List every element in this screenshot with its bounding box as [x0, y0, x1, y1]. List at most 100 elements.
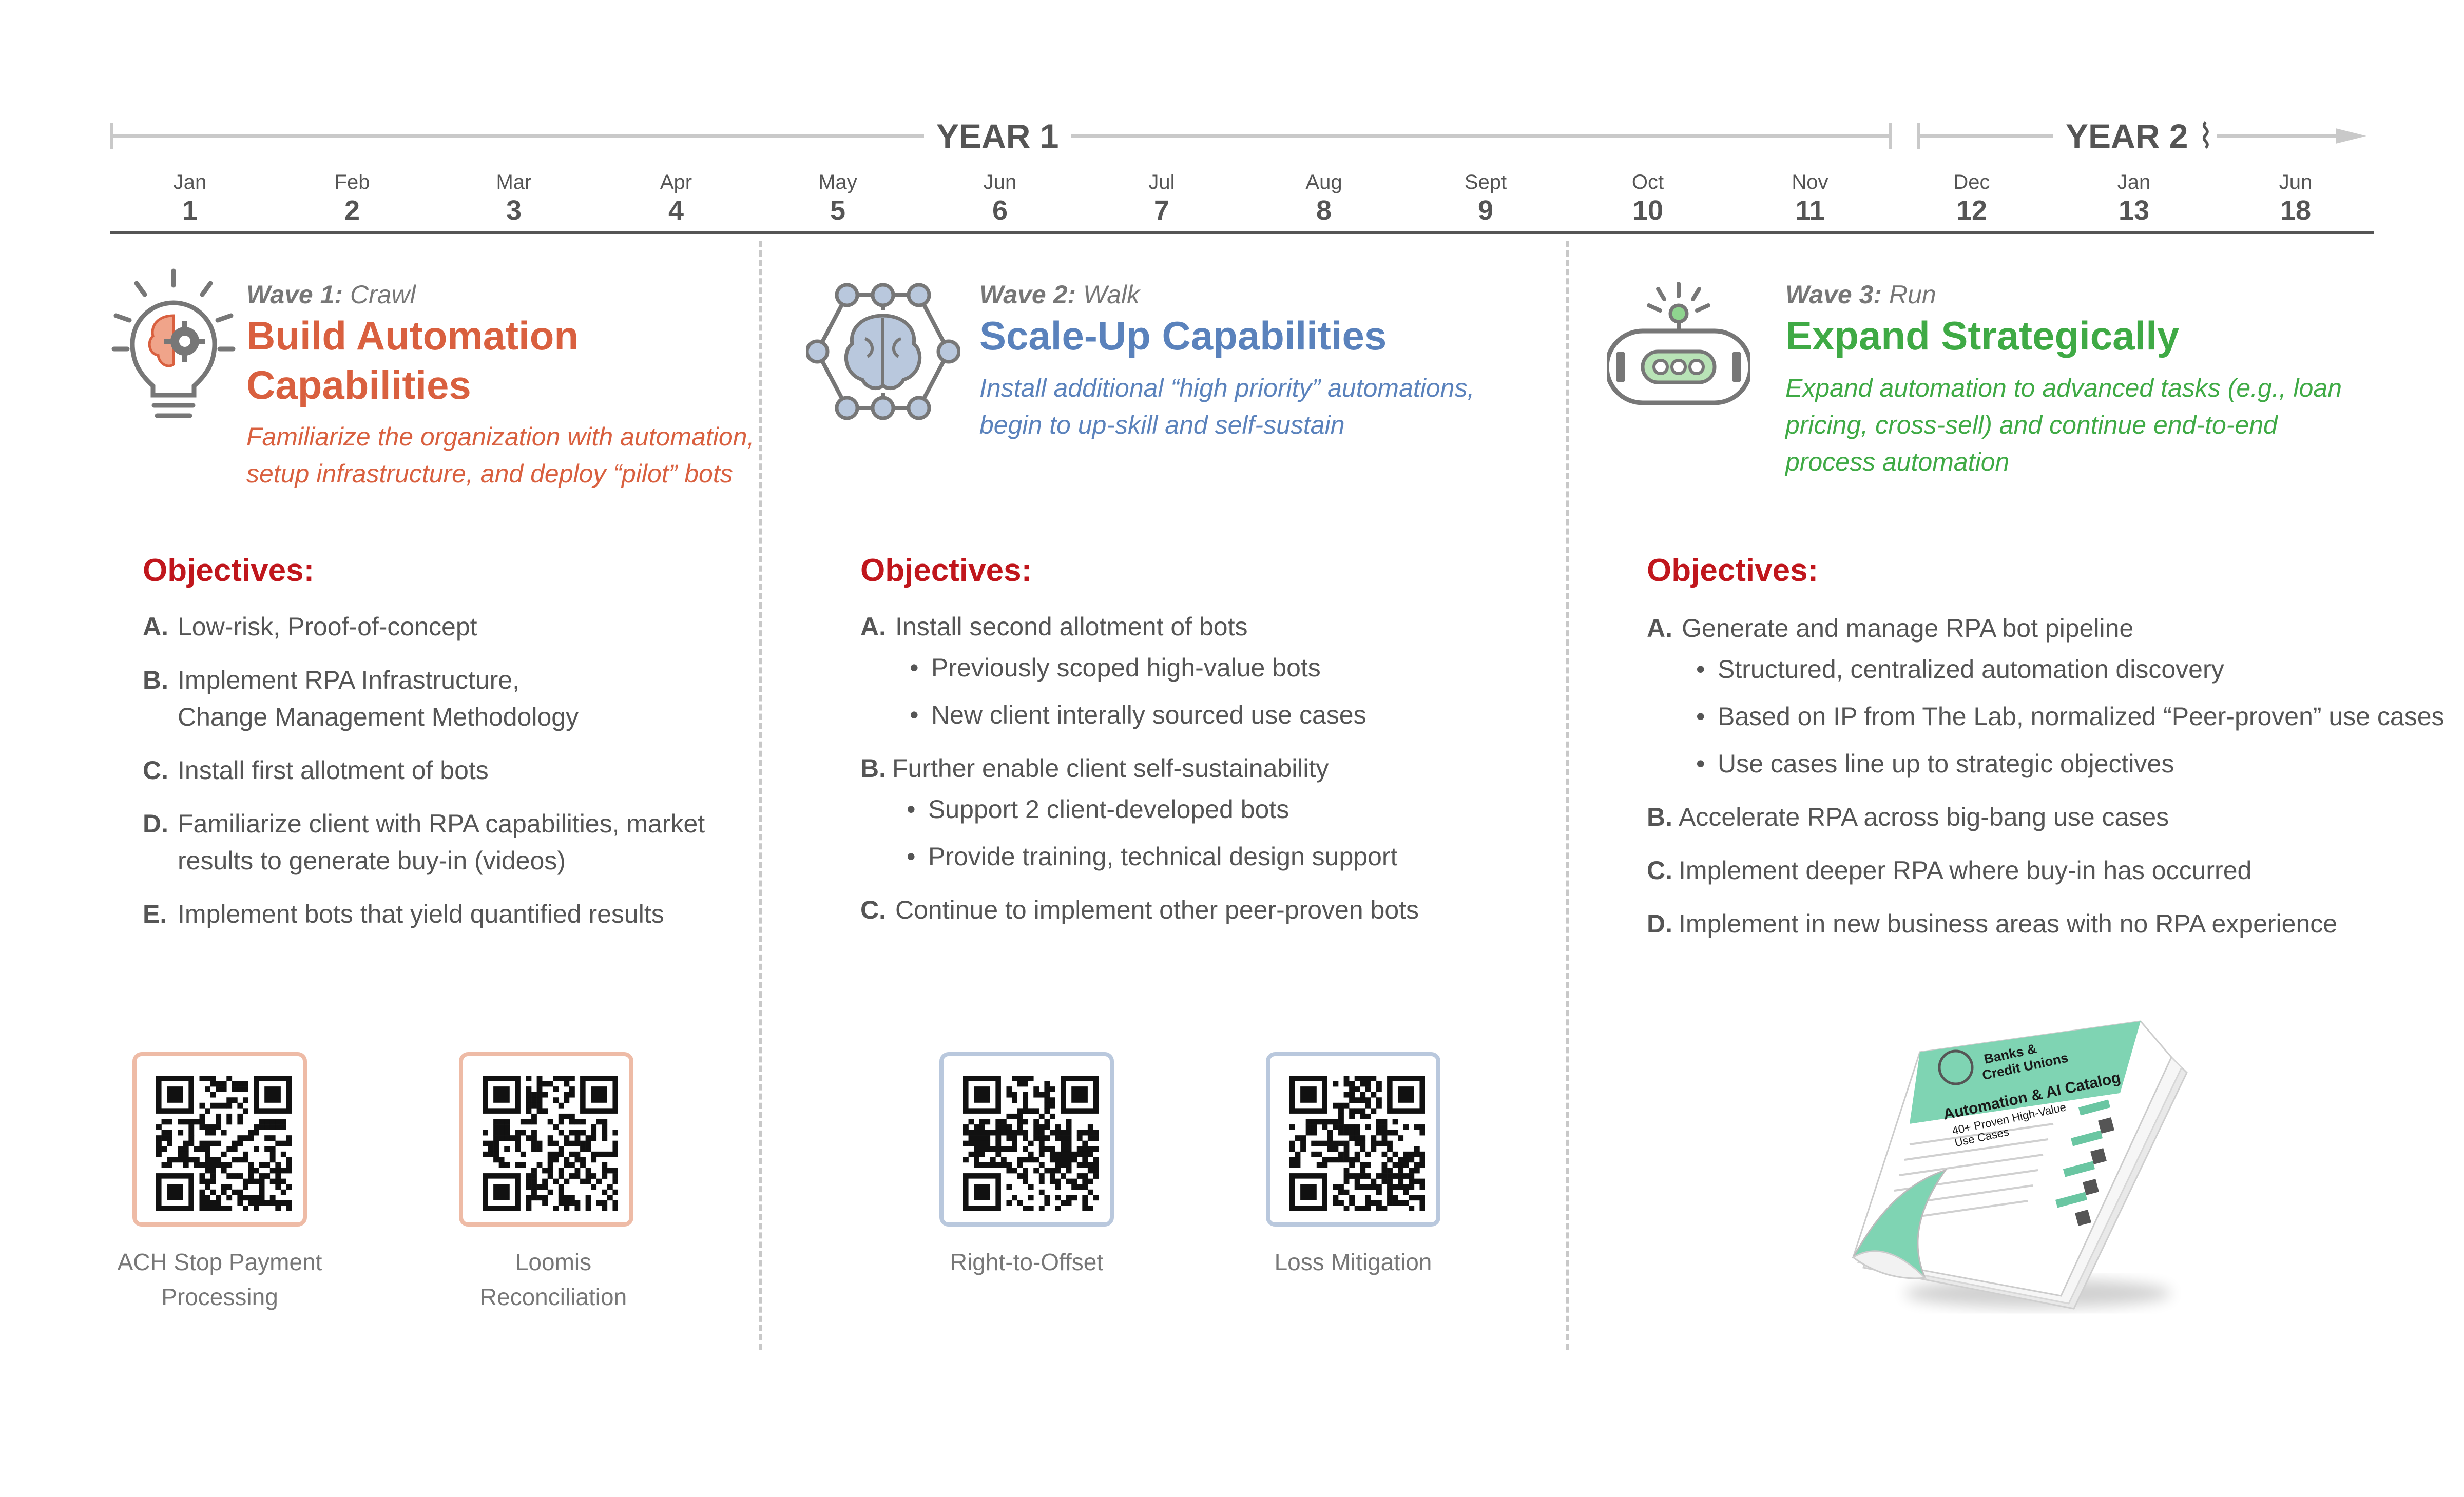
timeline-base-rule	[110, 231, 2374, 234]
month-number: 6	[992, 195, 1008, 226]
objective-letter: E.	[143, 900, 167, 928]
objective-letter: D.	[1647, 909, 1672, 938]
sub-item: •Support 2 client-developed bots	[892, 791, 1528, 828]
wave-2-desc-line1: Install additional “high priority” autom…	[979, 374, 1475, 402]
objective-letter: B.	[860, 754, 886, 783]
year1-label: YEAR 1	[924, 113, 1071, 159]
month-number: 13	[2118, 195, 2150, 226]
month-number: 7	[1153, 195, 1170, 226]
wave-3-stage: Run	[1882, 280, 1936, 309]
objective-letter: B.	[1647, 803, 1672, 831]
wave-3-number: Wave 3:	[1785, 280, 1882, 309]
sub-item-text: Use cases line up to strategic objective…	[1718, 749, 2174, 778]
wave-1-objectives-list: A. Low-risk, Proof-of-concept B. Impleme…	[143, 608, 733, 949]
qr-caption-line2: Processing	[161, 1284, 278, 1310]
wave-1-objective-d: D. Familiarize client with RPA capabilit…	[143, 805, 733, 879]
objective-letter: C.	[860, 896, 886, 924]
qr-caption-loss-mitigation: Loss Mitigation	[1274, 1249, 1432, 1275]
sub-item-text: Provide training, technical design suppo…	[928, 842, 1398, 871]
bullet-icon: •	[907, 795, 916, 824]
qr-code-right-to-offset[interactable]	[939, 1052, 1114, 1227]
month-name: Feb	[334, 171, 370, 193]
qr-caption-right-to-offset: Right-to-Offset	[950, 1249, 1104, 1275]
wave-1-objectives-heading: Objectives:	[143, 553, 315, 588]
wave-1-objective-c: C. Install first allotment of bots	[143, 752, 733, 789]
year2-text: YEAR 2	[2066, 117, 2188, 155]
timeline-break-icon: ⌇	[2197, 117, 2214, 155]
objective-text: Install first allotment of bots	[178, 756, 489, 785]
month-name: Mar	[496, 171, 532, 193]
objective-text: Implement deeper RPA where buy-in has oc…	[1679, 856, 2252, 885]
month-name: Dec	[1953, 171, 1990, 193]
qr-code-ach-stop-payment[interactable]	[132, 1052, 307, 1227]
wave-divider-1	[759, 241, 762, 1350]
month-number: 9	[1477, 195, 1494, 226]
qr-code-icon	[156, 1076, 292, 1211]
wave-1-objective-a: A. Low-risk, Proof-of-concept	[143, 608, 733, 645]
wave-3-description: Expand automation to advanced tasks (e.g…	[1785, 370, 2342, 480]
objective-text: Implement bots that yield quantified res…	[178, 900, 664, 928]
month-number: 5	[830, 195, 846, 226]
month-number: 12	[1956, 195, 1988, 226]
sub-item: •Previously scoped high-value bots	[895, 649, 1528, 686]
objective-letter: B.	[143, 666, 168, 694]
wave-1-objective-e: E. Implement bots that yield quantified …	[143, 896, 733, 932]
month-name: Jan	[2117, 171, 2151, 193]
objective-text: Implement RPA Infrastructure,	[178, 666, 519, 694]
objective-sublist: •Structured, centralized automation disc…	[1682, 651, 2448, 782]
month-name: Jul	[1148, 171, 1175, 193]
sub-item-text: Based on IP from The Lab, normalized “Pe…	[1718, 702, 2444, 731]
robot-head-icon	[1607, 282, 1750, 405]
objective-letter: A.	[860, 612, 886, 641]
objective-text: Generate and manage RPA bot pipeline	[1682, 614, 2134, 643]
objective-sublist: •Support 2 client-developed bots • Provid…	[892, 791, 1528, 875]
qr-code-loomis-reconciliation[interactable]	[459, 1052, 633, 1227]
automation-catalog-booklet[interactable]: Banks & Credit Unions Automation & AI Ca…	[1833, 1001, 2202, 1329]
objective-letter: A.	[143, 612, 168, 641]
wave-2-objective-c: C. Continue to implement other peer-prov…	[860, 891, 1528, 928]
wave-2-title: Scale-Up Capabilities	[979, 313, 1387, 358]
month-number: 11	[1795, 195, 1825, 226]
month-name: Jun	[983, 171, 1017, 193]
wave-2-objective-a: A. Install second allotment of bots •Pre…	[860, 608, 1528, 733]
wave-3-desc-line3: process automation	[1785, 448, 2010, 476]
sub-item: •Based on IP from The Lab, normalized “P…	[1682, 698, 2448, 735]
wave-3-objective-b: B. Accelerate RPA across big-bang use ca…	[1647, 799, 2448, 835]
year1-end-cap	[1889, 123, 1892, 149]
wave-2-description: Install additional “high priority” autom…	[979, 370, 1474, 443]
month-name: Apr	[660, 171, 692, 193]
bullet-icon: •	[907, 842, 916, 871]
objective-text: Install second allotment of bots	[895, 612, 1248, 641]
wave-3-objective-a: A. Generate and manage RPA bot pipeline …	[1647, 610, 2448, 782]
wave-1-desc-line1: Familiarize the organization with automa…	[246, 422, 755, 451]
month-name: Sept	[1464, 171, 1507, 193]
sub-item: •Structured, centralized automation disc…	[1682, 651, 2448, 688]
qr-caption-line1: Loomis	[515, 1249, 592, 1275]
wave-2-objective-b: B. Further enable client self-sustainabi…	[860, 750, 1528, 875]
wave-2-objectives-list: A. Install second allotment of bots •Pre…	[860, 608, 1528, 945]
year2-label: YEAR 2 ⌇	[2053, 113, 2217, 159]
wave-2-label: Wave 2: Walk	[979, 280, 1140, 309]
wave-1-stage: Crawl	[343, 280, 416, 309]
month-name: Jun	[2279, 171, 2313, 193]
objective-letter: A.	[1647, 614, 1672, 643]
objective-letter: C.	[1647, 856, 1672, 885]
qr-code-loss-mitigation[interactable]	[1266, 1052, 1440, 1227]
qr-code-icon	[963, 1076, 1099, 1211]
objective-letter: D.	[143, 809, 168, 838]
sub-item: •Use cases line up to strategic objectiv…	[1682, 745, 2448, 782]
wave-1-number: Wave 1:	[246, 280, 343, 309]
objective-text: Accelerate RPA across big-bang use cases	[1679, 803, 2169, 831]
qr-caption-ach-stop-payment: ACH Stop Payment Processing	[86, 1245, 353, 1314]
wave-3-desc-line1: Expand automation to advanced tasks (e.g…	[1785, 374, 2342, 402]
objective-text: Implement in new business areas with no …	[1679, 909, 2338, 938]
